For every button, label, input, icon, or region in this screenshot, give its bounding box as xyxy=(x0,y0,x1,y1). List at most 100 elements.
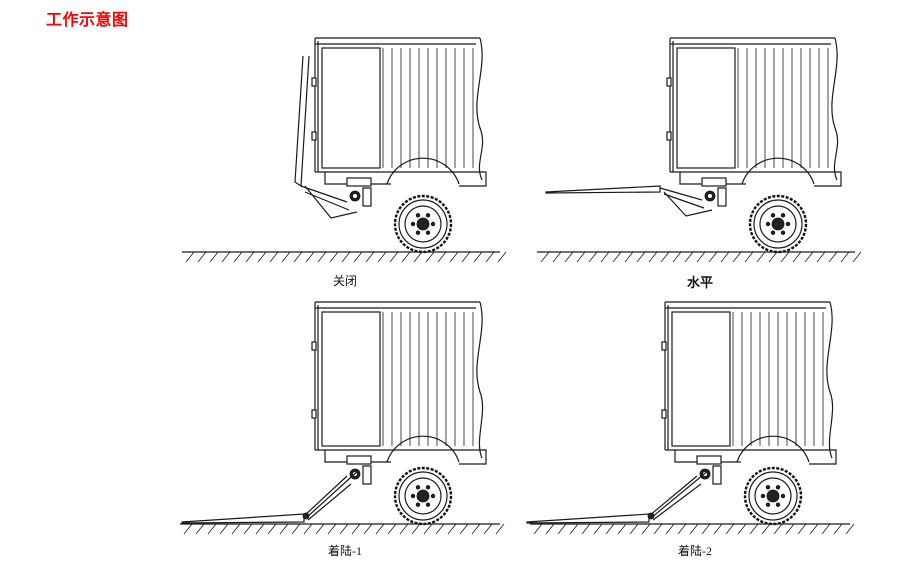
ground xyxy=(537,251,862,263)
ground-hatch xyxy=(483,523,493,535)
ground-hatch xyxy=(732,251,742,263)
chassis-rail xyxy=(665,449,837,465)
wheel-arch xyxy=(741,157,815,185)
ground xyxy=(180,523,505,535)
ground-hatch xyxy=(183,523,193,535)
truck-landing1-drawing xyxy=(180,301,505,535)
truck-body xyxy=(311,301,487,465)
wheel-nut xyxy=(770,213,776,218)
chassis-rail xyxy=(670,171,842,187)
ground-hatch xyxy=(279,523,289,535)
ground-hatch xyxy=(303,523,313,535)
ground-hatch xyxy=(689,523,699,535)
wheel-nut xyxy=(425,230,431,235)
ground-hatch xyxy=(768,251,778,263)
ground-hatch xyxy=(828,251,838,263)
tire-sidewall xyxy=(398,199,448,249)
ground-hatch xyxy=(581,523,591,535)
wheel-nut xyxy=(415,213,421,218)
tire-sidewall xyxy=(748,471,798,521)
ground-hatch xyxy=(756,251,766,263)
ground-hatch xyxy=(425,251,435,263)
lift-arms xyxy=(648,475,702,521)
ground-hatch xyxy=(497,251,507,263)
diagram-landing-1: 着陆-1 xyxy=(170,292,520,567)
ground-hatch xyxy=(804,251,814,263)
ground-hatch xyxy=(845,523,855,535)
caption-landing-2: 着陆-2 xyxy=(678,544,712,558)
door-hinge xyxy=(311,409,317,419)
wheel-nut xyxy=(415,485,421,490)
lift-linkage xyxy=(304,185,358,219)
ground-hatch xyxy=(413,251,423,263)
ground-hatch xyxy=(696,251,706,263)
lift-arms xyxy=(303,475,352,521)
door-hinge xyxy=(661,409,667,419)
ground-hatch xyxy=(243,523,253,535)
ground-hatch xyxy=(821,523,831,535)
ground-hatch xyxy=(423,523,433,535)
ground-hatch xyxy=(540,251,550,263)
ground-hatch xyxy=(449,251,459,263)
ground-hatch xyxy=(257,251,267,263)
rear-wheel xyxy=(748,194,808,254)
ground-hatch xyxy=(749,523,759,535)
ground-hatch xyxy=(533,523,543,535)
ground-hatch xyxy=(221,251,231,263)
wheel-nut xyxy=(415,230,421,235)
door-hinge xyxy=(666,77,672,87)
truck-body xyxy=(661,301,837,465)
wheel-hub xyxy=(416,489,430,503)
pump-unit xyxy=(717,187,727,207)
ground-hatch xyxy=(293,251,303,263)
box-break-line xyxy=(831,37,839,181)
ground-hatch xyxy=(459,523,469,535)
ground-hatch xyxy=(327,523,337,535)
ground xyxy=(530,523,855,535)
ground-hatch xyxy=(365,251,375,263)
platform-landed xyxy=(526,513,650,524)
rear-wheel xyxy=(393,194,453,254)
caption-level: 水平 xyxy=(686,276,713,291)
ground-hatch xyxy=(341,251,351,263)
ground-hatch xyxy=(641,523,651,535)
tail-lift-mechanism xyxy=(545,177,727,217)
tail-lift-mechanism xyxy=(526,455,722,524)
lift-pivot-pin xyxy=(353,194,357,198)
ground-hatch xyxy=(648,251,658,263)
ground-hatch xyxy=(329,251,339,263)
door-hinge xyxy=(661,341,667,351)
wheel-hub xyxy=(416,217,430,231)
ground-hatch xyxy=(255,523,265,535)
wheel-arch xyxy=(736,435,810,463)
truck-landing2-drawing xyxy=(526,301,855,535)
ground-hatch xyxy=(473,251,483,263)
rear-door xyxy=(676,47,736,169)
diagram-landing-2: 着陆-2 xyxy=(520,292,870,567)
ground-hatch xyxy=(588,251,598,263)
ground-hatch xyxy=(840,251,850,263)
wheel-nut xyxy=(425,485,431,490)
ground-hatch xyxy=(761,523,771,535)
wheel-nut xyxy=(765,485,771,490)
ground-hatch xyxy=(291,523,301,535)
caption-landing-1: 着陆-1 xyxy=(328,544,362,558)
truck-closed-drawing xyxy=(182,37,507,263)
ground-hatch xyxy=(281,251,291,263)
lift-mount-bracket xyxy=(696,455,722,465)
chassis-rail xyxy=(315,449,487,465)
wheel-nut xyxy=(430,221,436,227)
ground-hatch xyxy=(737,523,747,535)
wheel-nut xyxy=(780,230,786,235)
ground-hatch xyxy=(792,251,802,263)
platform-hinge xyxy=(647,512,655,520)
ground-hatch xyxy=(653,523,663,535)
wheel-rim xyxy=(404,477,442,515)
ground-hatch xyxy=(672,251,682,263)
platform-landed xyxy=(181,513,305,524)
wheel-nut xyxy=(430,493,436,499)
wheel-nut xyxy=(775,485,781,490)
wheel-rim xyxy=(754,477,792,515)
ground-hatch xyxy=(305,251,315,263)
ground-hatch xyxy=(209,251,219,263)
